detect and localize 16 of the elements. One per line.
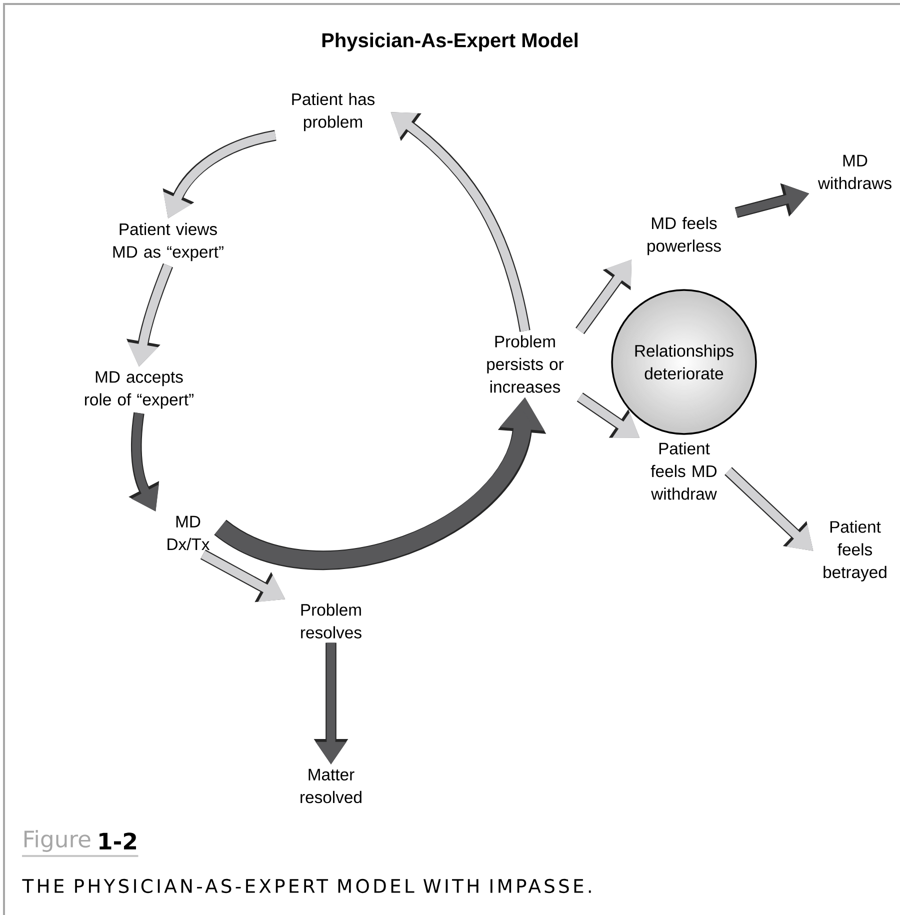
node-label: MD withdraws bbox=[818, 154, 892, 190]
node-label: Matter resolved bbox=[300, 768, 362, 804]
node-label: MD feels powerless bbox=[648, 216, 721, 256]
node-label: Patient feels MD withdraw bbox=[650, 442, 717, 500]
figure-label: Figure bbox=[24, 830, 90, 852]
node-label: MD accepts role of “expert” bbox=[85, 371, 194, 409]
node-label: MD Dx/Tx bbox=[168, 516, 210, 550]
circle-node: Relationships deteriorate bbox=[611, 289, 757, 435]
node-label: Patient has problem bbox=[292, 92, 375, 132]
figure-number: 1-2 bbox=[100, 832, 136, 850]
node-label: Patient feels betrayed bbox=[824, 520, 886, 582]
title: Physician-As-Expert Model bbox=[322, 32, 578, 52]
node-label: Problem persists or increases bbox=[487, 335, 564, 393]
node-label: Patient views MD as “expert” bbox=[113, 222, 224, 262]
node-label: Problem resolves bbox=[301, 604, 362, 638]
caption: THE PHYSICIAN-AS-EXPERT MODEL WITH IMPASSE. bbox=[22, 878, 591, 894]
